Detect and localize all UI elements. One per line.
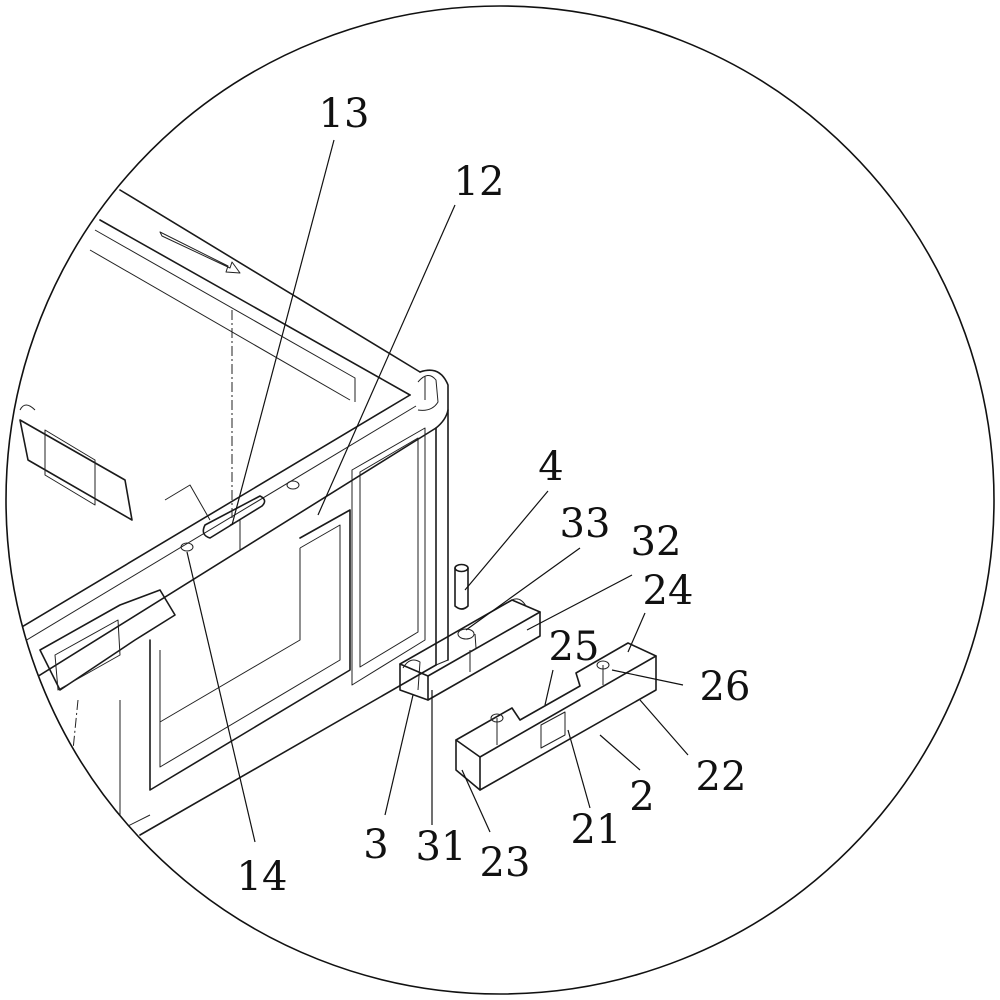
- rim-inner-wall-low: [89, 249, 351, 401]
- label-3: 3: [363, 822, 388, 868]
- rim-corner: [419, 369, 449, 429]
- side-panel-inner: [359, 437, 419, 668]
- side-panel-recess: [351, 427, 426, 686]
- label-26: 26: [700, 664, 751, 710]
- rim-front-edge: [6, 427, 437, 701]
- rim-slot: [202, 495, 266, 539]
- pin-4: [454, 563, 469, 610]
- label-31: 31: [416, 824, 467, 870]
- rim-top-back-edge: [119, 189, 421, 373]
- label-4: 4: [538, 444, 563, 490]
- handle-boss: [19, 404, 36, 411]
- front-panel-edge: [119, 700, 151, 831]
- rim-hole-right: [286, 480, 300, 490]
- front-handle-window: [54, 619, 121, 691]
- corner-clip: [417, 375, 439, 411]
- front-window: [149, 509, 351, 791]
- direction-arrow: [159, 231, 241, 274]
- leader-lines: [186, 139, 689, 843]
- box-body: [6, 189, 449, 836]
- box-bottom-edge: [139, 664, 437, 836]
- rim-inner-wall-top: [94, 229, 356, 402]
- front-handle: [39, 589, 176, 691]
- reference-labels: 13 12 4 33 32 24 25 26 22 2 21 23 31 3 1…: [237, 91, 751, 900]
- label-32: 32: [631, 519, 682, 565]
- rim-hole-14: [180, 542, 194, 552]
- rim-top-front-edge: [6, 394, 411, 641]
- slider-part-3: [399, 598, 541, 701]
- label-21: 21: [571, 807, 622, 853]
- rim-top-inner-edge: [99, 219, 411, 396]
- detail-circle: [5, 5, 995, 995]
- handle-top: [19, 419, 133, 521]
- rim-top-line: [6, 405, 417, 657]
- slot-guide: [229, 519, 241, 550]
- box-bottom-corner: [435, 659, 449, 666]
- label-13: 13: [319, 91, 370, 137]
- front-window-inner: [159, 524, 341, 768]
- label-2: 2: [629, 774, 654, 820]
- rim-rib: [164, 484, 211, 521]
- label-23: 23: [480, 840, 531, 886]
- label-12: 12: [454, 159, 505, 205]
- block-part-2: [455, 642, 657, 791]
- label-22: 22: [696, 754, 747, 800]
- center-line-2: [69, 699, 79, 781]
- label-25: 25: [549, 624, 600, 670]
- label-14: 14: [237, 854, 288, 900]
- front-window-inset: [159, 548, 301, 723]
- handle-window: [44, 429, 96, 506]
- label-33: 33: [560, 501, 611, 547]
- label-24: 24: [643, 568, 694, 614]
